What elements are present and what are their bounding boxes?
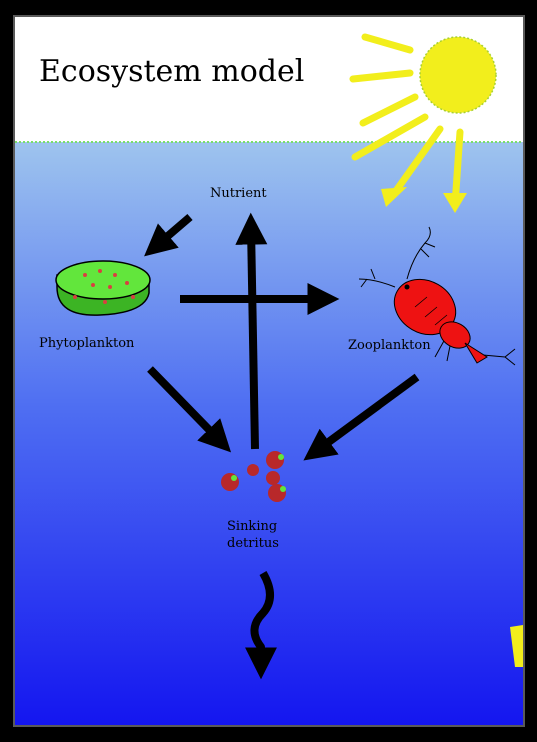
detritus-label-line2: detritus	[227, 536, 279, 551]
arrow-detritus-to-nutrient	[251, 227, 255, 449]
water-body	[15, 142, 523, 725]
diagram-title: Ecosystem model	[39, 54, 304, 89]
nutrient-label: Nutrient	[210, 186, 267, 201]
ecosystem-diagram: Ecosystem model	[15, 17, 523, 725]
detritus-label-line1: Sinking	[227, 519, 277, 534]
phytoplankton-icon	[56, 261, 150, 315]
zooplankton-label: Zooplankton	[348, 338, 431, 353]
phytoplankton-label: Phytoplankton	[39, 336, 135, 351]
diagram-panel: Ecosystem model	[13, 15, 525, 727]
